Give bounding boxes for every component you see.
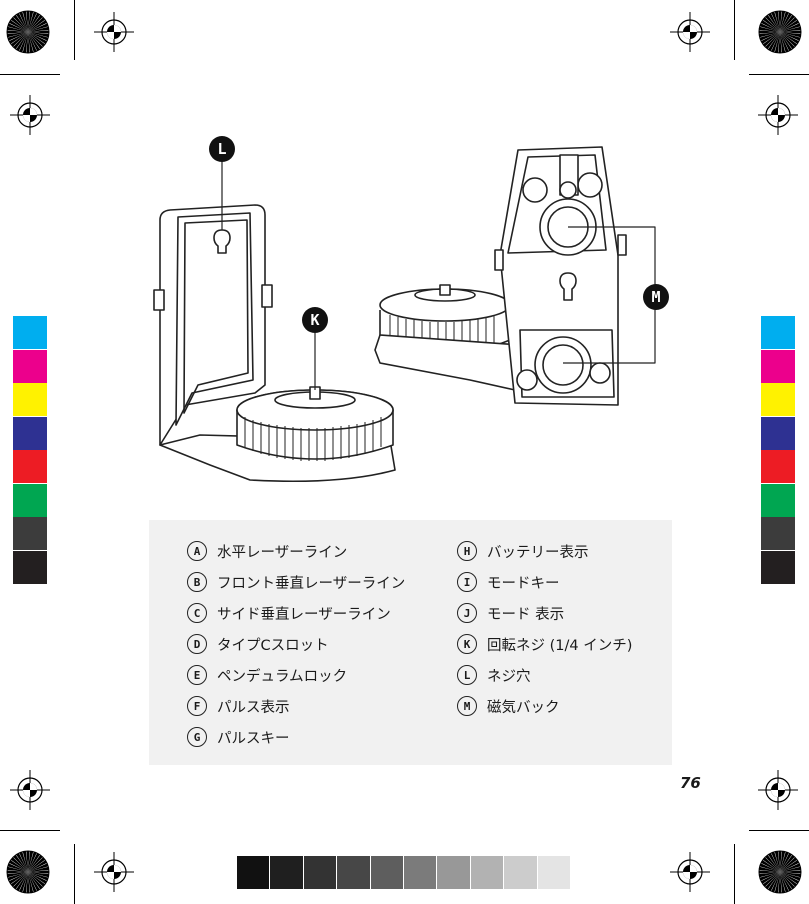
crop-line bbox=[734, 0, 735, 60]
legend-label: 磁気バック bbox=[487, 696, 560, 717]
crop-line bbox=[749, 74, 809, 75]
legend-label: フロント垂直レーザーライン bbox=[217, 572, 405, 593]
registration-mark-icon bbox=[758, 95, 798, 135]
callout-k: K bbox=[302, 307, 328, 333]
color-swatch bbox=[761, 417, 795, 450]
letter-badge: G bbox=[187, 727, 207, 747]
legend-item-j: J モード 表示 bbox=[457, 602, 564, 624]
color-swatch bbox=[761, 350, 795, 383]
gray-swatch bbox=[437, 856, 469, 889]
letter-badge: M bbox=[457, 696, 477, 716]
letter-badge: D bbox=[187, 634, 207, 654]
crop-line bbox=[74, 0, 75, 60]
letter-badge: F bbox=[187, 696, 207, 716]
color-swatch bbox=[13, 350, 47, 383]
legend-item-g: G パルスキー bbox=[187, 726, 290, 748]
legend-item-f: F パルス表示 bbox=[187, 695, 290, 717]
color-swatch bbox=[13, 417, 47, 450]
registration-mark-icon bbox=[670, 852, 710, 892]
color-swatch bbox=[13, 450, 47, 483]
crop-line bbox=[0, 830, 60, 831]
legend-label: 水平レーザーライン bbox=[217, 541, 347, 562]
star-target-icon bbox=[6, 10, 50, 54]
gray-swatch bbox=[270, 856, 302, 889]
crop-line bbox=[74, 844, 75, 904]
crop-line bbox=[0, 74, 60, 75]
gray-swatch bbox=[504, 856, 536, 889]
gray-swatch bbox=[371, 856, 403, 889]
color-bar-left bbox=[13, 316, 47, 584]
legend-label: 回転ネジ (1/4 インチ) bbox=[487, 634, 632, 655]
registration-mark-icon bbox=[758, 770, 798, 810]
gray-swatch bbox=[237, 856, 269, 889]
color-swatch bbox=[13, 517, 47, 550]
legend-item-i: I モードキー bbox=[457, 571, 560, 593]
gray-swatch bbox=[304, 856, 336, 889]
gray-swatch bbox=[404, 856, 436, 889]
letter-badge: J bbox=[457, 603, 477, 623]
legend-label: ペンデュラムロック bbox=[217, 665, 347, 686]
color-swatch bbox=[761, 551, 795, 584]
gray-swatch bbox=[538, 856, 570, 889]
letter-badge: B bbox=[187, 572, 207, 592]
legend-label: ネジ穴 bbox=[487, 665, 531, 686]
registration-mark-icon bbox=[10, 95, 50, 135]
legend-panel: A 水平レーザーライン B フロント垂直レーザーライン C サイド垂直レーザーラ… bbox=[149, 520, 672, 765]
legend-label: タイプCスロット bbox=[217, 634, 329, 655]
crop-line bbox=[734, 844, 735, 904]
registration-mark-icon bbox=[10, 770, 50, 810]
registration-mark-icon bbox=[670, 12, 710, 52]
legend-label: モード 表示 bbox=[487, 603, 564, 624]
legend-label: パルスキー bbox=[217, 727, 290, 748]
letter-badge: I bbox=[457, 572, 477, 592]
star-target-icon bbox=[758, 10, 802, 54]
legend-item-l: L ネジ穴 bbox=[457, 664, 531, 686]
letter-badge: H bbox=[457, 541, 477, 561]
legend-label: サイド垂直レーザーライン bbox=[217, 603, 391, 624]
letter-badge: K bbox=[457, 634, 477, 654]
color-swatch bbox=[761, 450, 795, 483]
legend-label: バッテリー表示 bbox=[487, 541, 589, 562]
color-swatch bbox=[13, 316, 47, 349]
legend-label: パルス表示 bbox=[217, 696, 290, 717]
registration-mark-icon bbox=[94, 852, 134, 892]
color-swatch bbox=[761, 383, 795, 416]
color-swatch bbox=[761, 517, 795, 550]
page-number: 76 bbox=[680, 774, 701, 792]
letter-badge: C bbox=[187, 603, 207, 623]
legend-item-k: K 回転ネジ (1/4 インチ) bbox=[457, 633, 632, 655]
laser-mount-illustration bbox=[140, 135, 680, 495]
legend-item-a: A 水平レーザーライン bbox=[187, 540, 347, 562]
letter-badge: E bbox=[187, 665, 207, 685]
gray-scale-bar bbox=[237, 856, 571, 889]
letter-badge: L bbox=[457, 665, 477, 685]
legend-item-d: D タイプCスロット bbox=[187, 633, 329, 655]
color-bar-right bbox=[761, 316, 795, 584]
color-swatch bbox=[13, 383, 47, 416]
color-swatch bbox=[13, 484, 47, 517]
legend-item-e: E ペンデュラムロック bbox=[187, 664, 347, 686]
registration-mark-icon bbox=[94, 12, 134, 52]
legend-item-c: C サイド垂直レーザーライン bbox=[187, 602, 391, 624]
star-target-icon bbox=[6, 850, 50, 894]
legend-item-h: H バッテリー表示 bbox=[457, 540, 589, 562]
gray-swatch bbox=[337, 856, 369, 889]
color-swatch bbox=[761, 484, 795, 517]
callout-m: M bbox=[643, 284, 669, 310]
color-swatch bbox=[761, 316, 795, 349]
gray-swatch bbox=[471, 856, 503, 889]
crop-line bbox=[749, 830, 809, 831]
legend-label: モードキー bbox=[487, 572, 560, 593]
callout-l: L bbox=[209, 136, 235, 162]
legend-item-m: M 磁気バック bbox=[457, 695, 560, 717]
color-swatch bbox=[13, 551, 47, 584]
legend-item-b: B フロント垂直レーザーライン bbox=[187, 571, 405, 593]
letter-badge: A bbox=[187, 541, 207, 561]
star-target-icon bbox=[758, 850, 802, 894]
